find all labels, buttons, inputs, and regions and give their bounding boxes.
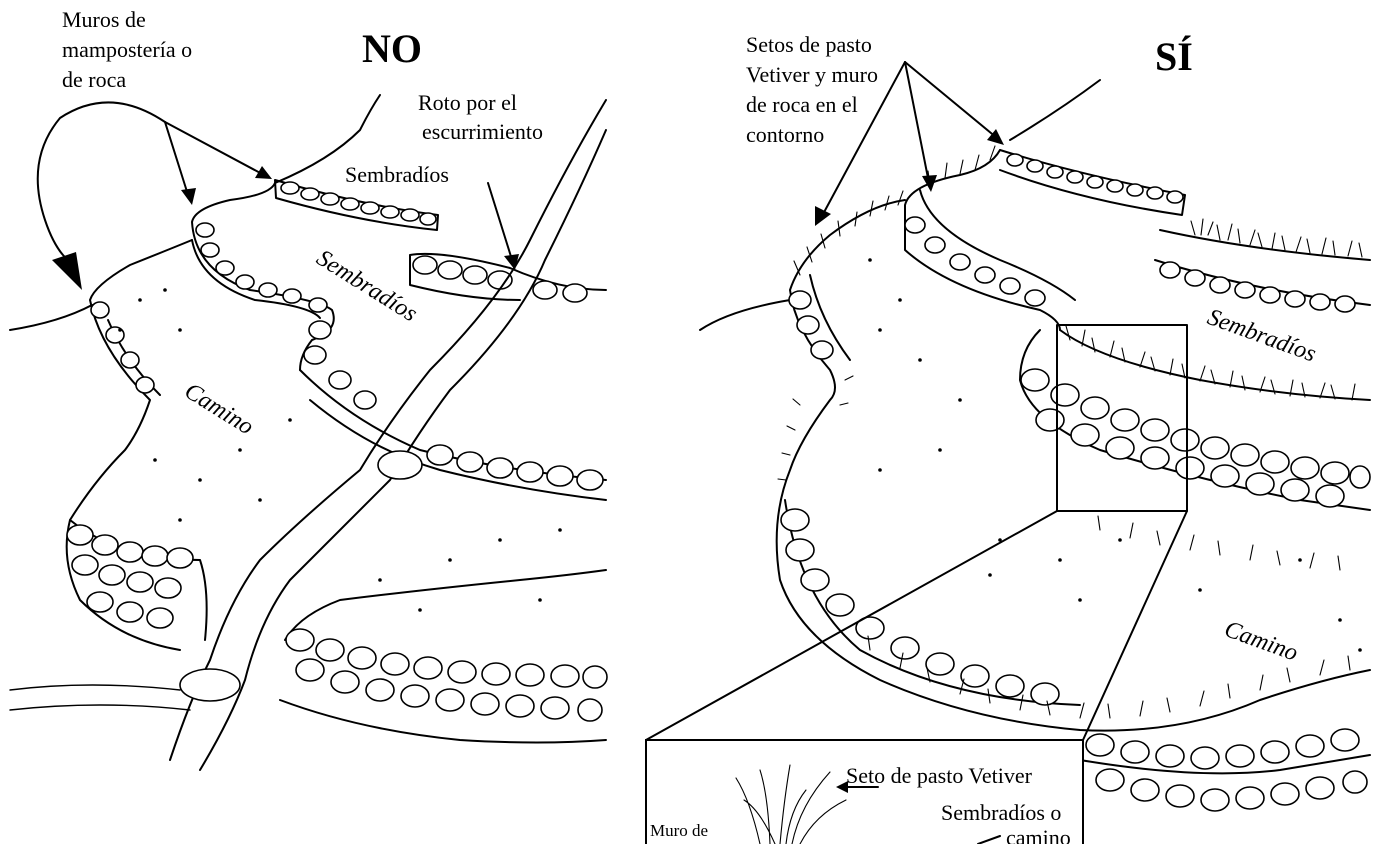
inset-hedge-label: Seto de pasto Vetiver (846, 763, 1033, 788)
label-road-yes: Camino (1221, 616, 1301, 666)
label-runoff: Roto por el escurrimiento (418, 90, 543, 144)
panel-yes: Seto de pasto Vetiver Sembradíos o camin… (646, 32, 1370, 844)
wall-stones-yes (781, 154, 1370, 811)
inset-detail: Seto de pasto Vetiver Sembradíos o camin… (646, 740, 1083, 844)
label-crops-yes: Sembradíos (1204, 304, 1319, 367)
hedge-row-right (1020, 330, 1370, 510)
inset-wall-label: Muro de (650, 821, 708, 840)
zoom-line-right (1083, 511, 1187, 740)
zoom-line-left (646, 511, 1057, 740)
label-road-no: Camino (180, 378, 258, 440)
runoff-debris-pile (378, 451, 422, 479)
runoff-arrow (488, 183, 513, 263)
panel-no: NO Muros de mampostería o de roca Roto p… (10, 7, 607, 770)
walls-arrow-curved (38, 102, 165, 262)
label-crops-middle: Sembradíos (312, 245, 422, 327)
heading-no: NO (362, 26, 422, 71)
label-hedges: Setos de pasto Vetiver y muro de roca en… (746, 32, 883, 147)
hill-outline (10, 95, 380, 330)
heading-yes: SÍ (1155, 34, 1193, 79)
label-crops-top: Sembradíos (345, 162, 449, 187)
label-walls: Muros de mampostería o de roca (62, 7, 198, 92)
walls-arrowhead-curved (52, 252, 82, 290)
hedge-arrow-2 (905, 62, 929, 183)
